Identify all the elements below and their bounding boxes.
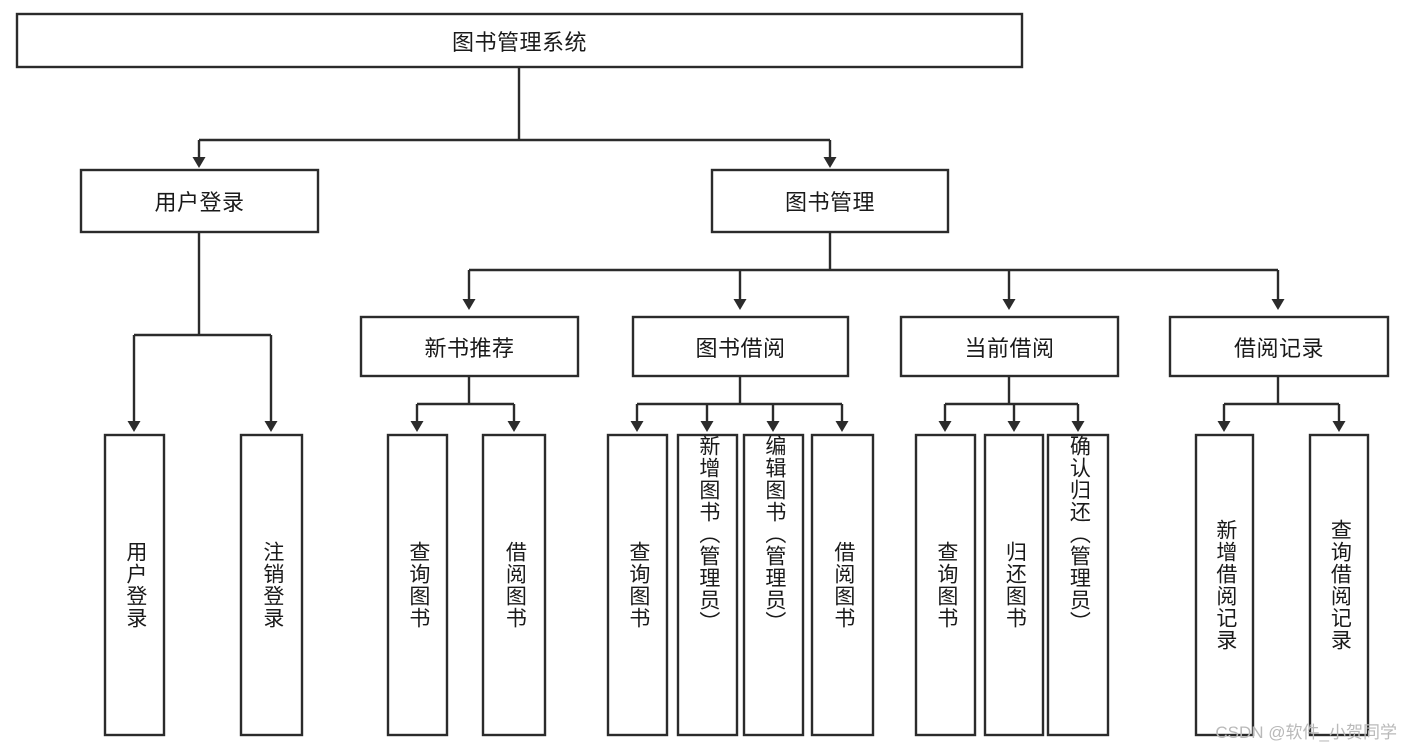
edge-bookborrow-to-leaves — [630, 376, 849, 432]
node-box-borrow-record[interactable] — [1168, 315, 1390, 378]
edge-currentborrow-to-leaves — [938, 376, 1085, 432]
node-box-leaf-borrow-book-2[interactable] — [810, 433, 875, 737]
edge-newbook-to-leaves — [410, 376, 521, 432]
node-box-leaf-confirm-return[interactable] — [1046, 433, 1110, 737]
node-box-leaf-query-borrow-record[interactable] — [1308, 433, 1370, 737]
node-box-book-management[interactable] — [710, 168, 950, 234]
node-box-root[interactable] — [15, 12, 1024, 69]
node-box-leaf-query-book-1[interactable] — [386, 433, 449, 737]
node-box-leaf-query-book-2[interactable] — [606, 433, 669, 737]
node-box-user-login[interactable] — [79, 168, 320, 234]
node-box-leaf-user-login-1[interactable] — [103, 433, 166, 737]
node-box-leaf-query-book-3[interactable] — [914, 433, 977, 737]
node-box-leaf-return-book[interactable] — [983, 433, 1045, 737]
node-box-new-book-recommend[interactable] — [359, 315, 580, 378]
edge-borrowrecord-to-leaves — [1217, 376, 1346, 432]
edge-root-to-level2 — [192, 67, 837, 168]
node-box-leaf-user-logout[interactable] — [239, 433, 304, 737]
edge-bookmgmt-to-level3 — [462, 232, 1285, 310]
node-box-leaf-borrow-book-1[interactable] — [481, 433, 547, 737]
node-box-current-borrow[interactable] — [899, 315, 1120, 378]
edge-userlogin-to-leaves — [127, 232, 278, 432]
node-box-leaf-edit-book[interactable] — [742, 433, 805, 737]
node-box-book-borrow[interactable] — [631, 315, 850, 378]
node-box-leaf-add-borrow-record[interactable] — [1194, 433, 1255, 737]
node-box-leaf-add-book[interactable] — [676, 433, 739, 737]
